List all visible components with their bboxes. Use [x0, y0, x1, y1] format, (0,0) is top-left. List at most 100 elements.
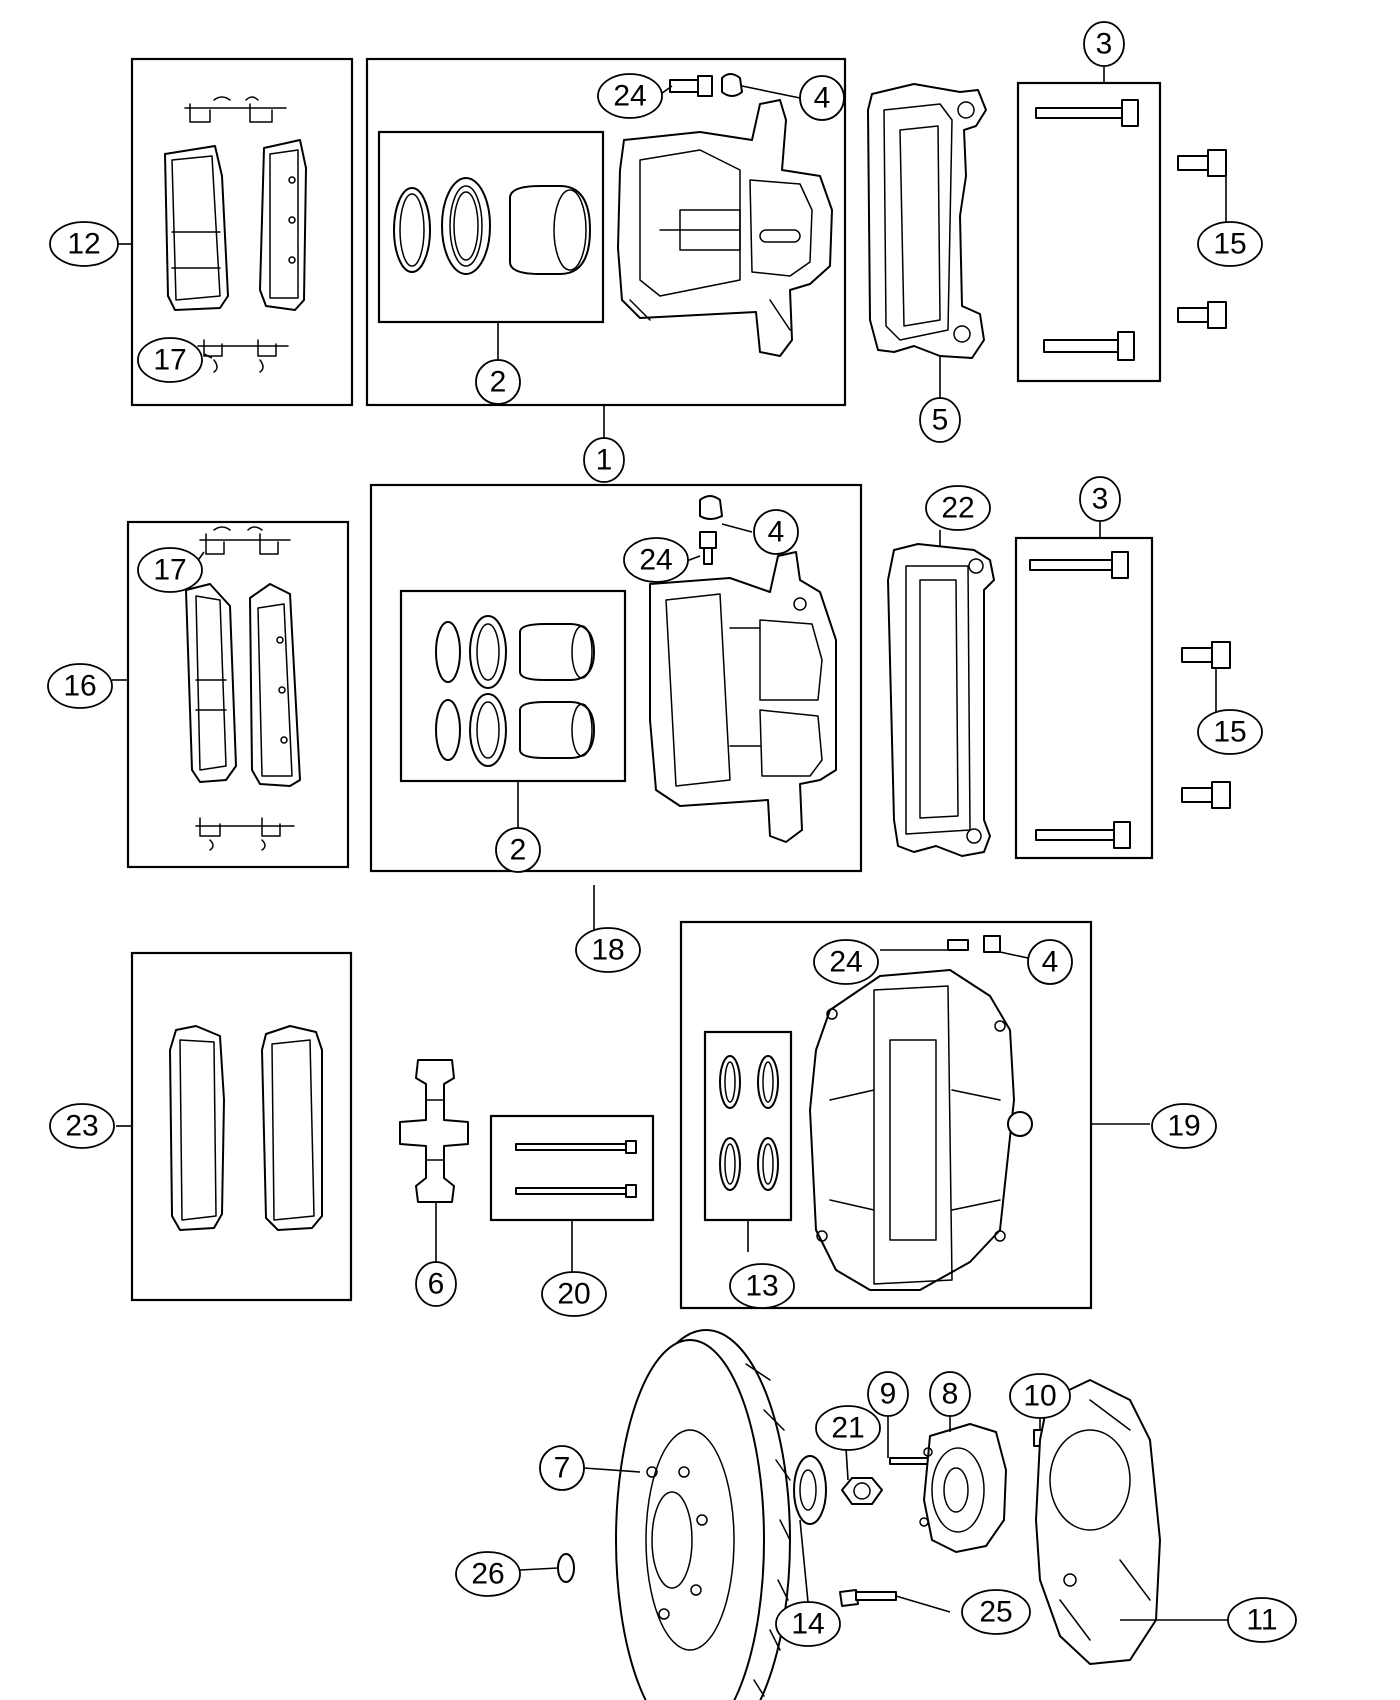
bleeder-screw-24c — [947, 939, 969, 951]
svg-text:8: 8 — [942, 1378, 959, 1411]
leader-25 — [895, 1595, 951, 1613]
callout-23: 23 — [49, 1103, 115, 1149]
svg-text:17: 17 — [153, 554, 186, 587]
callout-17b: 17 — [137, 547, 203, 593]
svg-text:24: 24 — [829, 946, 862, 979]
pad-pins-20 — [515, 1140, 637, 1198]
caliper-support-6 — [399, 1059, 469, 1203]
callout-14: 14 — [775, 1601, 841, 1647]
svg-text:16: 16 — [63, 670, 96, 703]
box-seal-kit-2b — [399, 589, 627, 783]
brake-rotor-7 — [615, 1329, 791, 1700]
callout-8: 8 — [929, 1371, 971, 1417]
callout-18: 18 — [575, 927, 641, 973]
svg-text:15: 15 — [1213, 228, 1246, 261]
callout-3b: 3 — [1079, 476, 1121, 522]
bleeder-cap-4c — [983, 935, 1001, 953]
leader-4a — [741, 85, 801, 99]
leader-17a — [203, 353, 213, 359]
seal-kit-2b — [435, 615, 595, 767]
callout-2a: 2 — [475, 359, 521, 405]
leader-7 — [583, 1467, 641, 1473]
box-seal-kit-13 — [703, 1030, 793, 1222]
callout-10: 10 — [1009, 1373, 1071, 1419]
svg-text:24: 24 — [613, 80, 646, 113]
caliper-bolts-15b — [1181, 641, 1231, 809]
bleeder-cap-4a — [721, 73, 743, 97]
caliper-housing-1 — [617, 99, 833, 357]
svg-text:10: 10 — [1023, 1380, 1056, 1413]
bleeder-screw-24b — [699, 531, 717, 565]
svg-text:13: 13 — [745, 1270, 778, 1303]
callout-15a: 15 — [1197, 221, 1263, 267]
svg-text:3: 3 — [1092, 483, 1109, 516]
svg-text:7: 7 — [554, 1452, 571, 1485]
wheel-stud-9 — [889, 1457, 931, 1465]
svg-text:14: 14 — [791, 1608, 824, 1641]
hub-bearing-8 — [919, 1423, 1007, 1553]
svg-text:19: 19 — [1167, 1110, 1200, 1143]
callout-19: 19 — [1151, 1103, 1217, 1149]
callout-15b: 15 — [1197, 709, 1263, 755]
svg-text:4: 4 — [1042, 946, 1059, 979]
caliper-bolts-15a — [1177, 149, 1227, 329]
callout-13: 13 — [729, 1263, 795, 1309]
svg-text:26: 26 — [471, 1558, 504, 1591]
box-pads-16 — [126, 520, 350, 869]
callout-22: 22 — [925, 485, 991, 531]
brake-pad-set-12 — [164, 96, 307, 373]
box-caliper-1 — [365, 57, 847, 407]
callout-21: 21 — [815, 1405, 881, 1451]
callout-6: 6 — [415, 1261, 457, 1307]
leader-4b — [721, 523, 753, 533]
hub-nut-21 — [841, 1477, 883, 1505]
leader-26 — [519, 1567, 559, 1571]
callout-24c: 24 — [813, 939, 879, 985]
callout-26: 26 — [455, 1551, 521, 1597]
box-caliper-19 — [679, 920, 1093, 1310]
callout-4b: 4 — [753, 509, 799, 555]
callout-4c: 4 — [1027, 939, 1073, 985]
callout-25: 25 — [961, 1589, 1031, 1635]
callout-9: 9 — [867, 1371, 909, 1417]
svg-text:9: 9 — [880, 1378, 897, 1411]
caliper-housing-19 — [809, 969, 1033, 1291]
guide-pins-3b — [1029, 551, 1131, 849]
dust-cap-14 — [793, 1455, 827, 1525]
svg-text:25: 25 — [979, 1596, 1012, 1629]
callout-16: 16 — [47, 663, 113, 709]
brake-pad-set-23 — [169, 1025, 323, 1231]
leader-21 — [845, 1447, 849, 1481]
leader-14 — [799, 1519, 809, 1603]
leader-4c — [999, 951, 1029, 959]
svg-text:12: 12 — [67, 228, 100, 261]
caliper-housing-18 — [649, 551, 837, 843]
bleeder-cap-4b — [699, 495, 723, 520]
svg-text:22: 22 — [941, 492, 974, 525]
box-pins-3a — [1016, 81, 1162, 383]
svg-text:17: 17 — [153, 344, 186, 377]
box-pins-20 — [489, 1114, 655, 1222]
svg-text:15: 15 — [1213, 716, 1246, 749]
svg-text:6: 6 — [428, 1268, 445, 1301]
retainer-clip-26 — [557, 1553, 575, 1583]
box-seal-kit-2a — [377, 130, 605, 324]
callout-5: 5 — [919, 397, 961, 443]
callout-3a: 3 — [1083, 21, 1125, 67]
svg-text:2: 2 — [510, 834, 527, 867]
bleeder-screw-24a — [669, 75, 713, 97]
callout-24a: 24 — [597, 73, 663, 119]
svg-text:24: 24 — [639, 544, 672, 577]
wheel-stud-25 — [839, 1589, 897, 1607]
callout-7: 7 — [539, 1445, 585, 1491]
box-pads-12 — [130, 57, 354, 407]
svg-text:4: 4 — [768, 516, 785, 549]
svg-text:18: 18 — [591, 934, 624, 967]
callout-2b: 2 — [495, 827, 541, 873]
brake-pad-set-16 — [185, 526, 301, 851]
callout-12: 12 — [49, 221, 119, 267]
splash-shield-11 — [1035, 1379, 1161, 1665]
svg-text:20: 20 — [557, 1278, 590, 1311]
callout-17a: 17 — [137, 337, 203, 383]
